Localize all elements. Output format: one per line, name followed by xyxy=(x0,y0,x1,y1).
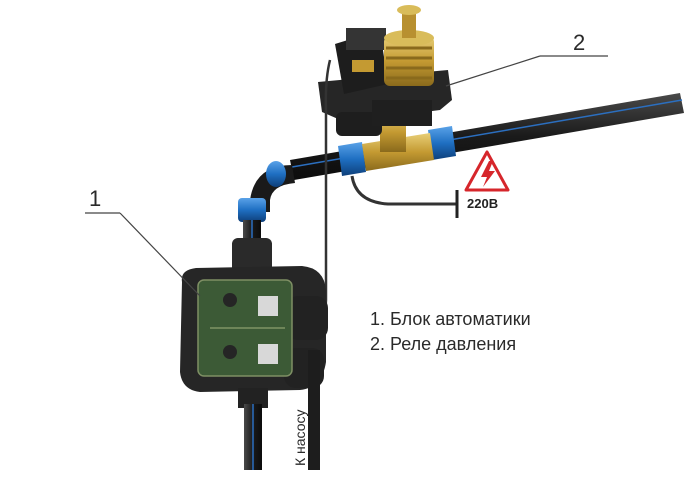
elbow-fitting xyxy=(238,161,295,222)
voltage-label: 220В xyxy=(467,196,499,211)
high-voltage-warning-icon xyxy=(464,150,510,192)
callout-line-2 xyxy=(445,55,608,87)
power-cable xyxy=(350,175,456,206)
automation-unit xyxy=(180,238,328,408)
callout-number-1: 1 xyxy=(89,186,102,211)
legend-item-automation-unit: 1. Блок автоматики xyxy=(370,309,531,329)
pipe-coupling-right xyxy=(428,126,456,160)
pressure-relay xyxy=(318,5,452,136)
relay-spring xyxy=(384,5,434,86)
pump-cable-conduit xyxy=(308,350,320,470)
to-pump-label: К насосу xyxy=(292,409,308,466)
legend-item-pressure-relay: 2. Реле давления xyxy=(370,334,517,354)
callout-number-2: 2 xyxy=(573,30,586,55)
pipe-coupling-left xyxy=(338,142,366,176)
callout-line-1 xyxy=(85,212,201,297)
control-board xyxy=(197,279,293,377)
